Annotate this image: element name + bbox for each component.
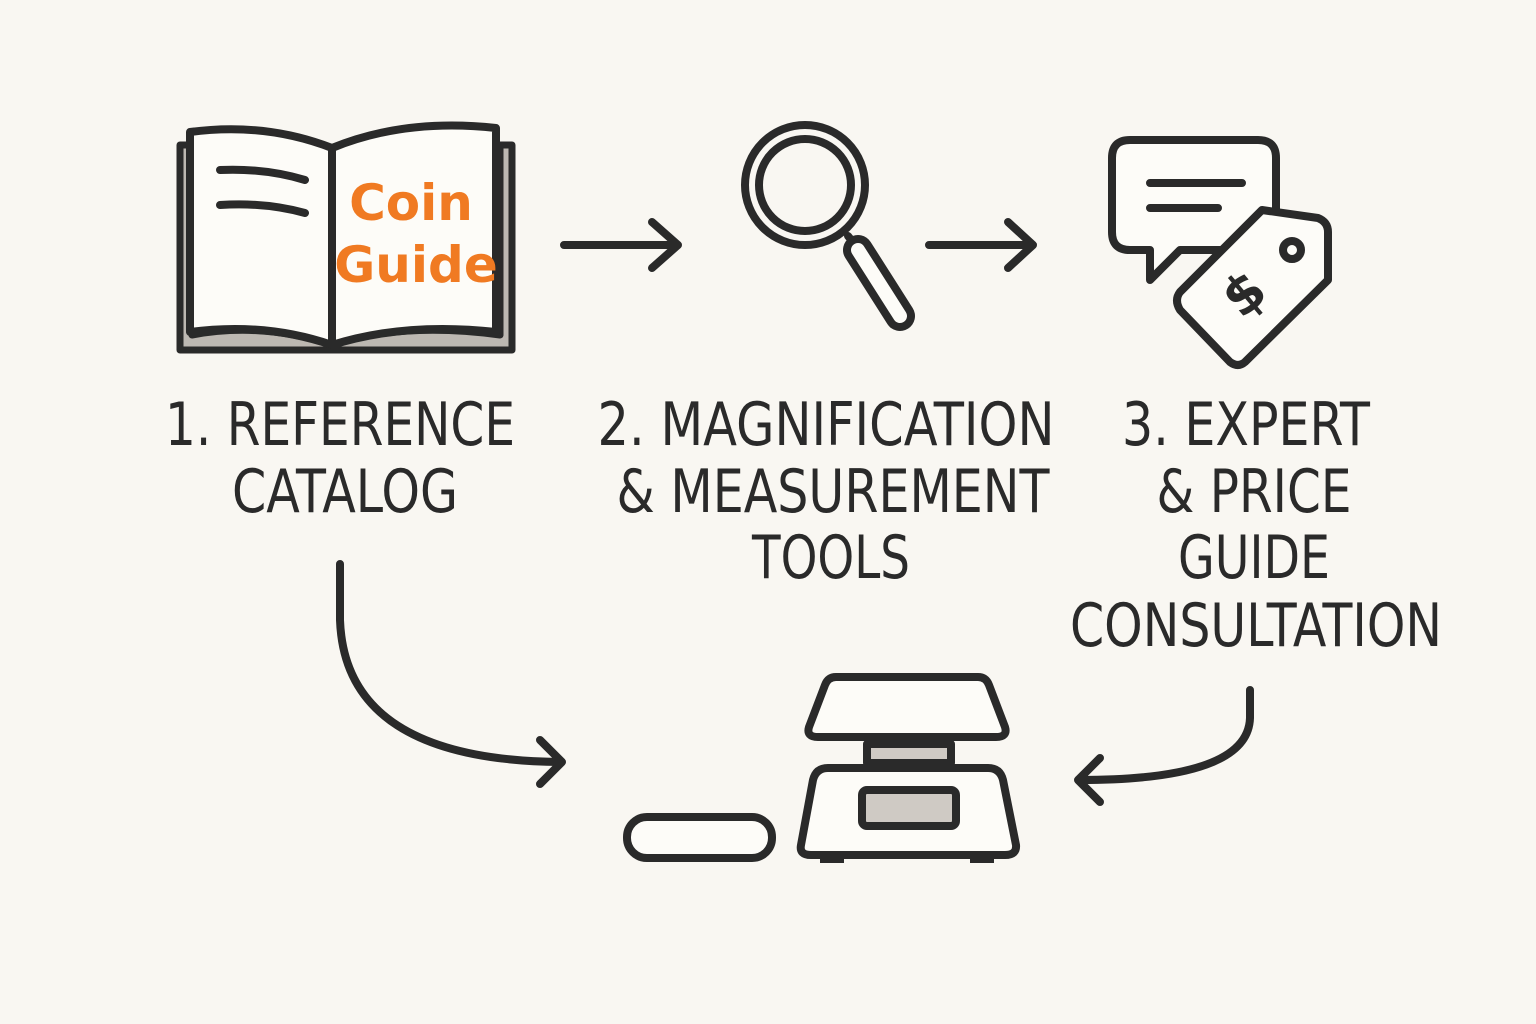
magnifying-glass-icon: [741, 121, 915, 331]
step-1-label: 1. REFERENCE CATALOG: [165, 390, 515, 527]
svg-text:GUIDE: GUIDE: [1178, 523, 1330, 593]
svg-text:2. MAGNIFICATION: 2. MAGNIFICATION: [598, 390, 1055, 460]
svg-text:& PRICE: & PRICE: [1157, 457, 1352, 527]
arrow-right-icon: [925, 218, 1037, 272]
step-2-label: 2. MAGNIFICATION & MEASUREMENT TOOLS: [598, 390, 1055, 593]
arrow-right-icon: [560, 218, 682, 272]
book-title-line1: Coin: [349, 174, 473, 232]
svg-text:& MEASUREMENT: & MEASUREMENT: [617, 457, 1050, 527]
svg-text:CONSULTATION: CONSULTATION: [1070, 591, 1442, 661]
svg-text:1. REFERENCE: 1. REFERENCE: [165, 390, 515, 460]
curved-arrow-icon: [336, 560, 566, 788]
step-3-label: 3. EXPERT & PRICE GUIDE CONSULTATION: [1070, 390, 1442, 661]
page-line: [216, 165, 309, 184]
page-line: [216, 200, 309, 217]
book-title-line2: Guide: [334, 236, 497, 294]
price-tag-icon: $: [1173, 206, 1332, 369]
svg-text:3. EXPERT: 3. EXPERT: [1122, 390, 1370, 460]
scale-icon: [796, 673, 1021, 863]
svg-text:TOOLS: TOOLS: [751, 523, 910, 593]
curved-arrow-icon: [1074, 686, 1254, 806]
coin-icon: [623, 813, 776, 862]
book-icon: Coin Guide: [176, 121, 516, 354]
svg-text:CATALOG: CATALOG: [232, 457, 458, 527]
